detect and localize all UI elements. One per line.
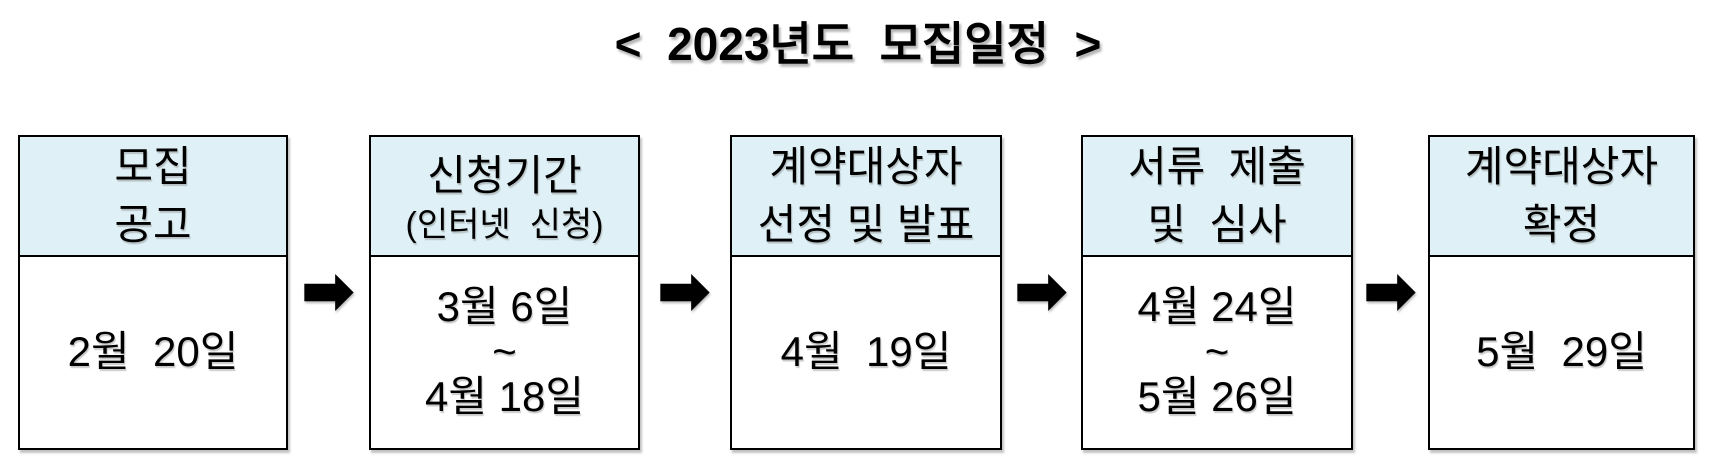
stage-contract-confirmation: 계약대상자 확정 5월 29일 [1428,135,1695,450]
flow-arrow [1002,135,1081,450]
stage-date: 4월 24일 ~ 5월 26일 [1137,283,1297,420]
stage-header: 모집 공고 [20,137,286,257]
stage-header-text: 모집 공고 [114,143,192,248]
stage-header: 서류 제출 및 심사 [1083,137,1351,257]
stage-header: 계약대상자 확정 [1430,137,1693,257]
flow-arrow [1353,135,1428,450]
process-flow: 모집 공고 2월 20일 신청기간 (인터넷 신청) 3월 6일 ~ 4월 18… [18,135,1695,450]
stage-announcement: 모집 공고 2월 20일 [18,135,288,450]
right-arrow-icon [1016,274,1067,311]
stage-header-text: 서류 제출 및 심사 [1128,143,1306,248]
flow-arrow [640,135,730,450]
stage-header-text: 계약대상자 선정 및 발표 [757,143,975,248]
stage-header: 계약대상자 선정 및 발표 [732,137,1000,257]
stage-header: 신청기간 (인터넷 신청) [371,137,638,257]
right-arrow-icon [660,274,710,311]
stage-selection-announcement: 계약대상자 선정 및 발표 4월 19일 [730,135,1002,450]
right-arrow-icon [303,274,354,311]
stage-header-text: 계약대상자 확정 [1464,143,1659,248]
page-title: < 2023년도 모집일정 > [614,18,1102,70]
stage-header-text: 신청기간 [427,151,582,199]
flow-arrow [288,135,369,450]
stage-header-subtext: (인터넷 신청) [405,205,604,244]
stage-date: 2월 20일 [67,328,239,376]
stage-application-period: 신청기간 (인터넷 신청) 3월 6일 ~ 4월 18일 [369,135,640,450]
stage-date: 4월 19일 [780,328,952,376]
stage-date: 3월 6일 ~ 4월 18일 [424,283,585,420]
right-arrow-icon [1365,274,1416,311]
stage-date: 5월 29일 [1476,328,1647,376]
stage-document-review: 서류 제출 및 심사 4월 24일 ~ 5월 26일 [1081,135,1353,450]
